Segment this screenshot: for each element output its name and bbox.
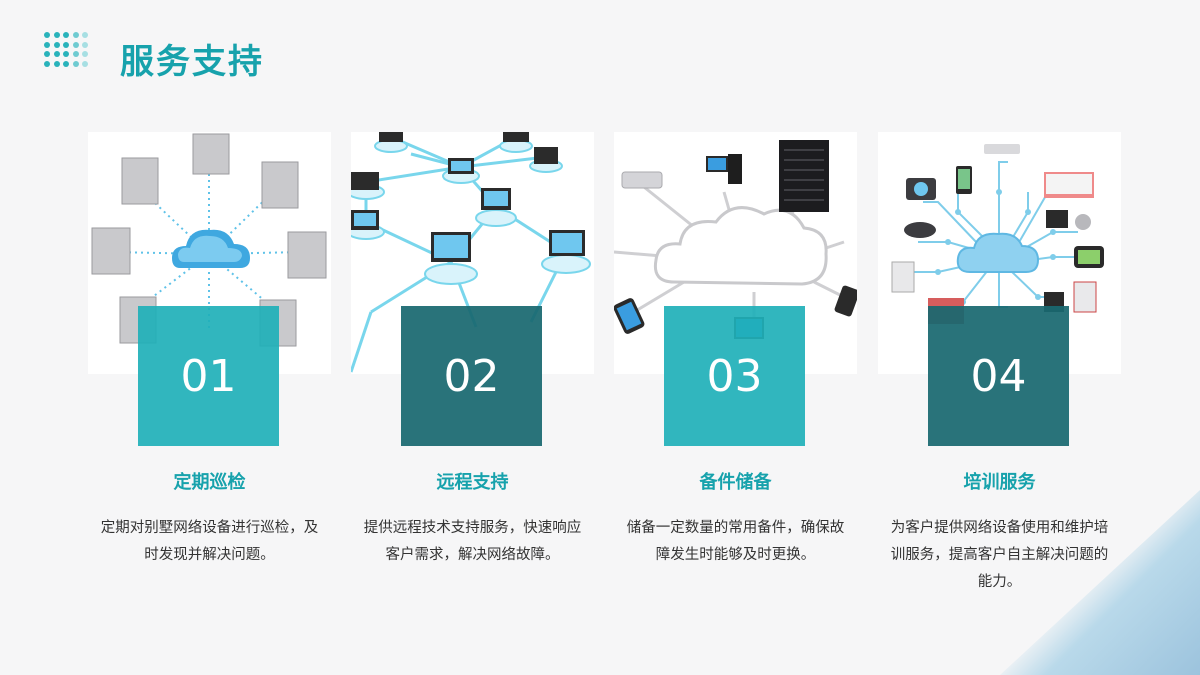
card-title: 定期巡检: [173, 472, 246, 493]
page-title: 服务支持: [120, 42, 264, 82]
card-description: 储备一定数量的常用备件，确保故障发生时能够及时更换。: [626, 520, 845, 563]
card-number: 01: [138, 306, 279, 446]
card-title: 培训服务: [963, 472, 1036, 493]
card-description: 提供远程技术支持服务，快速响应客户需求，解决网络故障。: [363, 520, 582, 563]
card-number: 02: [401, 306, 542, 446]
card-training: 04 培训服务 为客户提供网络设备使用和维护培训服务，提高客户自主解决问题的能力…: [878, 132, 1121, 590]
card-title: 备件储备: [699, 472, 772, 493]
servers-cloud-icon: [88, 132, 331, 374]
card-remote-support: 02 远程支持 提供远程技术支持服务，快速响应客户需求，解决网络故障。: [351, 132, 594, 563]
card-number: 03: [664, 306, 805, 446]
card-number: 04: [928, 306, 1069, 446]
logo-dots-icon: [44, 32, 88, 67]
card-description: 为客户提供网络设备使用和维护培训服务，提高客户自主解决问题的能力。: [890, 520, 1109, 590]
card-inspection: 01 定期巡检 定期对别墅网络设备进行巡检，及时发现并解决问题。: [88, 132, 331, 563]
card-description: 定期对别墅网络设备进行巡检，及时发现并解决问题。: [100, 520, 319, 563]
card-spare-parts: 03 备件储备 储备一定数量的常用备件，确保故障发生时能够及时更换。: [614, 132, 857, 563]
card-title: 远程支持: [436, 472, 509, 493]
